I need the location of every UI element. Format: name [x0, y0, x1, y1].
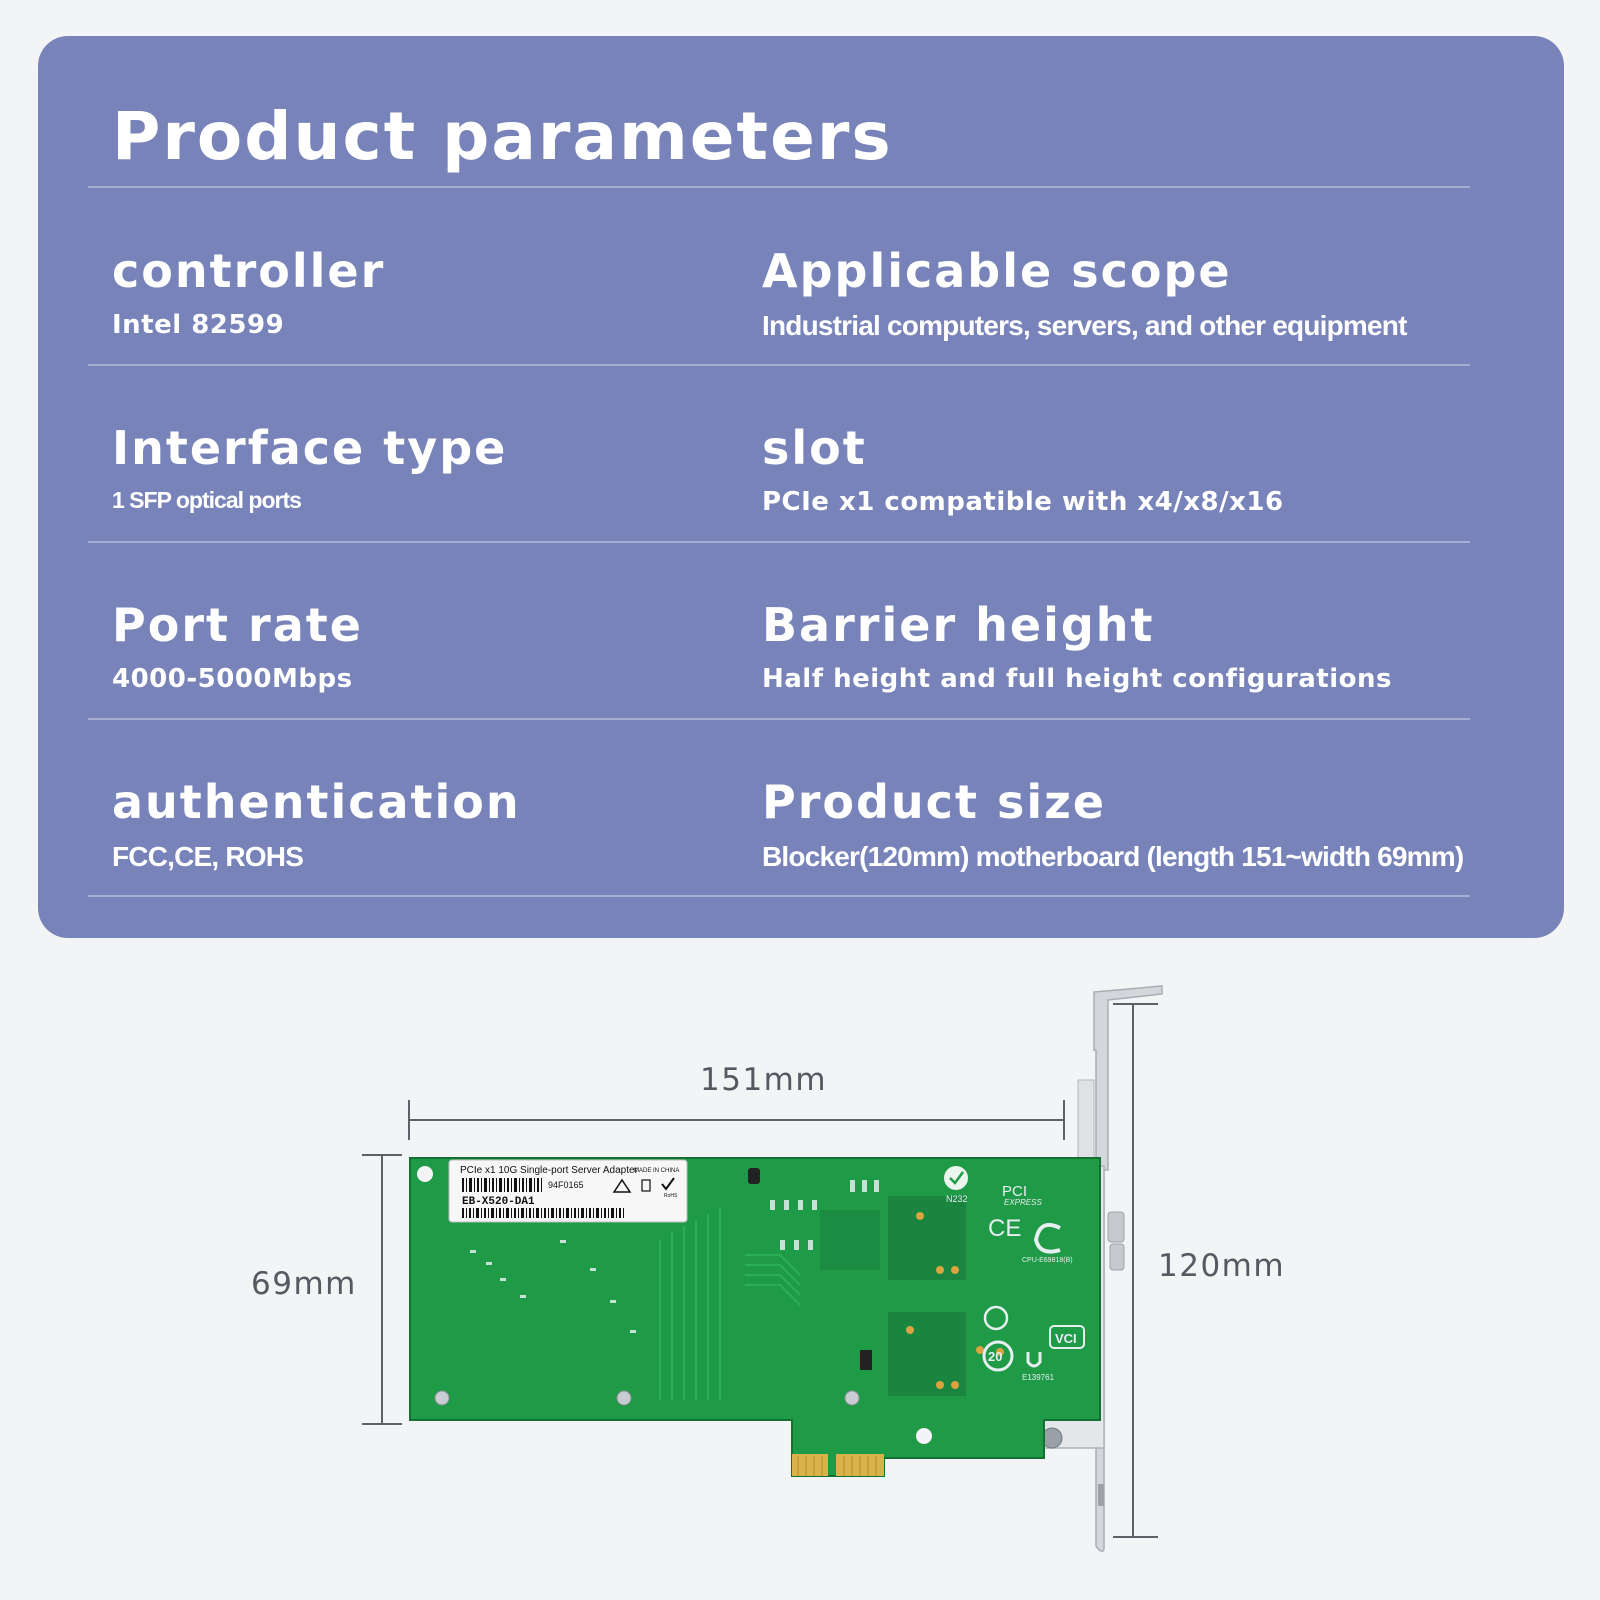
network-card-illustration: PCIe x1 10G Single-port Server Adapter M…: [362, 985, 1163, 1552]
divider: [88, 186, 1470, 188]
ce-mark: CE: [988, 1215, 1021, 1242]
param-value: FCC,CE, ROHS: [112, 841, 304, 872]
param-value: Intel 82599: [112, 310, 285, 340]
param-value: Industrial computers, servers, and other…: [762, 310, 1407, 341]
sticker-origin: MADE IN CHINA: [634, 1168, 679, 1174]
dimension-lines: [362, 1003, 1158, 1538]
param-value: 1 SFP optical ports: [112, 487, 302, 513]
certification-marks: N232 PCI EXPRESS CE CPU-E69818(B) VCI 20…: [944, 1166, 1085, 1382]
eco-20-icon: [982, 1340, 1014, 1372]
param-label: Product size: [762, 775, 1107, 829]
eco-20-label: 20: [988, 1349, 1002, 1364]
parameters-panel: Product parameters controller Intel 8259…: [38, 36, 1564, 938]
vci-mark-icon: [1049, 1325, 1085, 1349]
param-label: Applicable scope: [762, 244, 1232, 298]
pci-express-logo: PCI: [1002, 1183, 1027, 1200]
param-port-rate: Port rate 4000-5000Mbps: [112, 598, 792, 694]
sticker-rohs: RoHS: [664, 1193, 678, 1199]
ul-mark-icon: [1026, 1352, 1042, 1368]
ul-cert-code: E139761: [1022, 1373, 1055, 1382]
pcb-board: [409, 1157, 1101, 1477]
sticker-line1: PCIe x1 10G Single-port Server Adapter: [460, 1165, 639, 1176]
divider: [88, 718, 1470, 720]
param-value: Half height and full height configuratio…: [762, 664, 1392, 694]
param-slot: slot PCIe x1 compatible with x4/x8/x16: [762, 421, 1442, 517]
length-dimension-label: 151mm: [700, 1062, 828, 1098]
height-dimension-label: 120mm: [1158, 1248, 1286, 1284]
sticker-model: EB-X520-DA1: [462, 1196, 535, 1208]
param-label: controller: [112, 244, 386, 298]
divider: [88, 364, 1470, 366]
param-authentication: authentication FCC,CE, ROHS: [112, 775, 792, 873]
ccc-mark-icon: [1033, 1223, 1061, 1254]
chip-badge-icon: [944, 1166, 968, 1190]
product-sticker: PCIe x1 10G Single-port Server Adapter M…: [448, 1159, 688, 1223]
bin-icon: [641, 1179, 651, 1192]
sticker-code: 94F0165: [548, 1180, 584, 1190]
check-icon: [661, 1177, 675, 1191]
param-product-size: Product size Blocker(120mm) motherboard …: [762, 775, 1464, 873]
pci-express-logo-sub: EXPRESS: [1004, 1198, 1042, 1207]
param-value: 4000-5000Mbps: [112, 664, 353, 694]
param-label: Barrier height: [762, 598, 1155, 652]
param-label: slot: [762, 421, 867, 475]
cert-circle-icon: [983, 1305, 1009, 1331]
warning-icon: [612, 1178, 632, 1193]
page-title: Product parameters: [112, 98, 893, 175]
param-label: authentication: [112, 775, 521, 829]
width-dimension-label: 69mm: [251, 1266, 357, 1302]
divider: [88, 895, 1470, 897]
param-interface-type: Interface type 1 SFP optical ports: [112, 421, 792, 514]
divider: [88, 541, 1470, 543]
param-value: PCIe x1 compatible with x4/x8/x16: [762, 487, 1284, 517]
cpu-cert-code: CPU-E69818(B): [1022, 1257, 1073, 1264]
param-label: Interface type: [112, 421, 508, 475]
param-controller: controller Intel 82599: [112, 244, 792, 340]
chip-label: N232: [946, 1194, 968, 1204]
param-value: Blocker(120mm) motherboard (length 151~w…: [762, 841, 1464, 872]
param-applicable-scope: Applicable scope Industrial computers, s…: [762, 244, 1442, 342]
param-barrier-height: Barrier height Half height and full heig…: [762, 598, 1442, 694]
vci-mark: VCI: [1055, 1331, 1077, 1346]
param-label: Port rate: [112, 598, 363, 652]
